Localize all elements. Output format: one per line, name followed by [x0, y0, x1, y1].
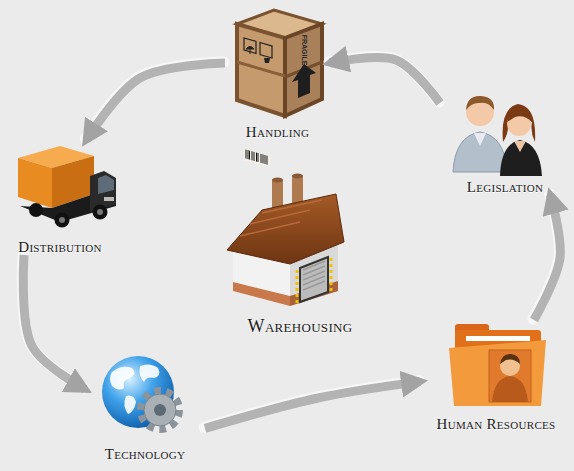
icon-node: Warehousing: [225, 175, 375, 337]
people-icon-part: [453, 132, 507, 172]
truck-icon: [18, 146, 116, 228]
truck-icon-part: [104, 197, 114, 201]
node-label: Human Resources: [437, 416, 556, 433]
warehouse-icon-part: [303, 261, 325, 290]
globe-icon-part: [124, 396, 136, 414]
people-icon-part: [466, 96, 494, 110]
cycle-arrow: [205, 382, 420, 429]
truck-icon-part: [97, 209, 103, 215]
crate-icon-part: [260, 43, 272, 58]
warehouse-icon-part: [300, 257, 328, 302]
node-label: Distribution: [18, 239, 101, 256]
arrow-highlight: [22, 254, 84, 388]
folder-icon-part: [500, 354, 520, 364]
crate-icon-part: [237, 62, 285, 76]
crate-icon-part: [244, 38, 256, 53]
folder-icon-part: [492, 376, 528, 402]
icon-node: Human Resources: [420, 320, 572, 432]
people-icon-part: [507, 110, 532, 122]
people-icon-part: [514, 141, 526, 152]
node-label: Technology: [105, 446, 186, 463]
warehouse-icon: [227, 174, 344, 307]
icon-node: Handling: [225, 0, 330, 140]
people-icon-part: [500, 140, 542, 176]
crate-icon-part-part: [246, 150, 267, 165]
folder-icon-part: [449, 340, 546, 406]
truck-icon-part: [59, 217, 65, 223]
gear-icon: [141, 391, 179, 429]
truck-icon-part: [18, 158, 52, 208]
icon-node: Technology: [85, 350, 205, 462]
crate-icon-part: [292, 64, 316, 98]
box-marking: FRAGILE: [301, 35, 308, 66]
node-label: Legislation: [467, 179, 544, 196]
crate-icon-part-part: [244, 148, 270, 167]
crate-icon-part: [246, 47, 254, 55]
icon-node: Distribution: [0, 140, 120, 255]
warehouse-icon-part: [233, 282, 290, 306]
crate-icon: [237, 10, 322, 167]
cycle-arrow: [534, 195, 560, 320]
arrow-highlight: [85, 62, 224, 139]
truck-icon-part: [29, 203, 43, 217]
crate-icon-part: [264, 58, 270, 63]
cycle-arrow: [23, 255, 85, 389]
arrow-highlight: [329, 56, 439, 102]
arrow-highlight: [533, 194, 559, 319]
node-label: Warehousing: [248, 317, 353, 337]
arrow-highlight: [204, 381, 419, 428]
warehouse-icon-part: [330, 258, 333, 292]
warehouse-icon-part: [227, 194, 344, 264]
cycle-arrow: [330, 57, 440, 103]
warehouse-icon-part: [272, 178, 283, 183]
warehouse-icon-part: [296, 270, 299, 304]
gear-icon-part: [154, 404, 166, 416]
node-label: Handling: [246, 124, 309, 141]
crate-icon-part: [237, 24, 285, 116]
warehouse-icon-part: [292, 174, 303, 179]
truck-icon-part: [55, 213, 70, 228]
gear-icon-part: [141, 391, 179, 429]
crate-icon-part: [244, 148, 270, 167]
truck-icon-part: [98, 175, 114, 194]
cycle-arrow: [86, 63, 225, 140]
folder-icon: [449, 324, 546, 406]
truck-icon-part: [93, 205, 108, 220]
icon-node: Legislation: [440, 80, 570, 195]
folder-icon-part: [489, 350, 531, 402]
globe-icon-part: [110, 367, 135, 390]
gear-icon-part: [144, 394, 176, 426]
people-icon-part: [474, 133, 486, 146]
warehouse-icon-part: [240, 200, 322, 236]
people-icon: [453, 96, 542, 176]
folder-icon-part: [466, 336, 530, 341]
people-icon-part: [503, 104, 536, 142]
crate-icon-part: [285, 24, 322, 116]
globe-icon-part: [140, 364, 160, 382]
